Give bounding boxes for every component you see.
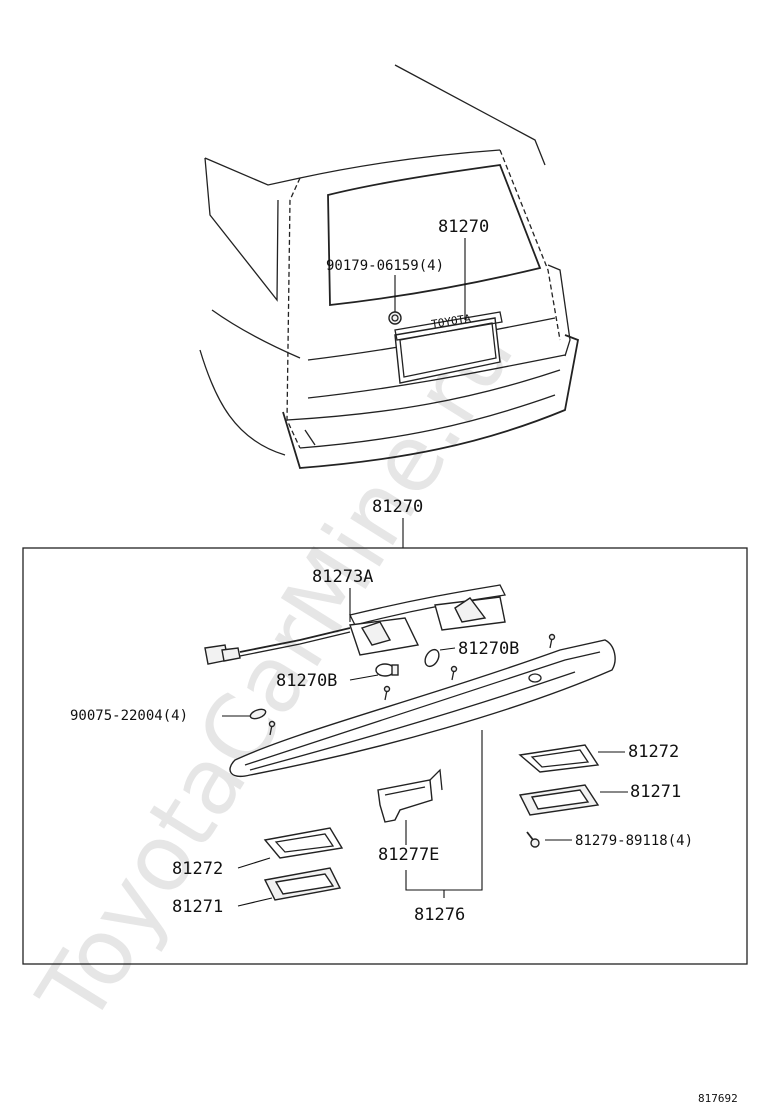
housing-right — [518, 784, 600, 816]
label-lens-left: 81272 — [172, 859, 223, 879]
label-bulb-left: 81270B — [276, 671, 337, 691]
label-housing-right: 81271 — [630, 782, 681, 802]
bolt-icon — [388, 311, 402, 325]
license-plate-area — [394, 317, 501, 384]
label-bulb-right: 81270B — [458, 639, 519, 659]
label-assembly-car: 81270 — [438, 217, 489, 237]
label-housing-left: 81271 — [172, 897, 223, 917]
lens-right — [518, 744, 600, 773]
bracket — [377, 768, 443, 823]
label-clip: 90075-22004(4) — [70, 708, 188, 724]
exploded-view-frame — [22, 547, 748, 965]
label-bracket-group: 81276 — [414, 905, 465, 925]
socket-wire-harness — [204, 584, 506, 665]
bulb-icon — [375, 648, 440, 677]
label-bracket: 81277E — [378, 845, 439, 865]
diagram-code: 817692 — [698, 1092, 738, 1105]
label-screw: 81279-89118(4) — [575, 833, 693, 849]
clip-icon — [249, 708, 267, 720]
label-bolt: 90179-06159(4) — [326, 258, 444, 274]
label-lens-right: 81272 — [628, 742, 679, 762]
box-title: 81270 — [372, 497, 423, 517]
lens-left — [263, 827, 344, 859]
emblem-text: TOYOTA — [430, 312, 472, 331]
label-socket-wire: 81273A — [312, 567, 373, 587]
group-leader — [405, 730, 483, 891]
license-lamp-garnish — [229, 633, 616, 777]
housing-left — [263, 867, 342, 901]
screw-icon — [526, 831, 540, 848]
car-rear-illustration: TOYOTA — [199, 64, 580, 469]
